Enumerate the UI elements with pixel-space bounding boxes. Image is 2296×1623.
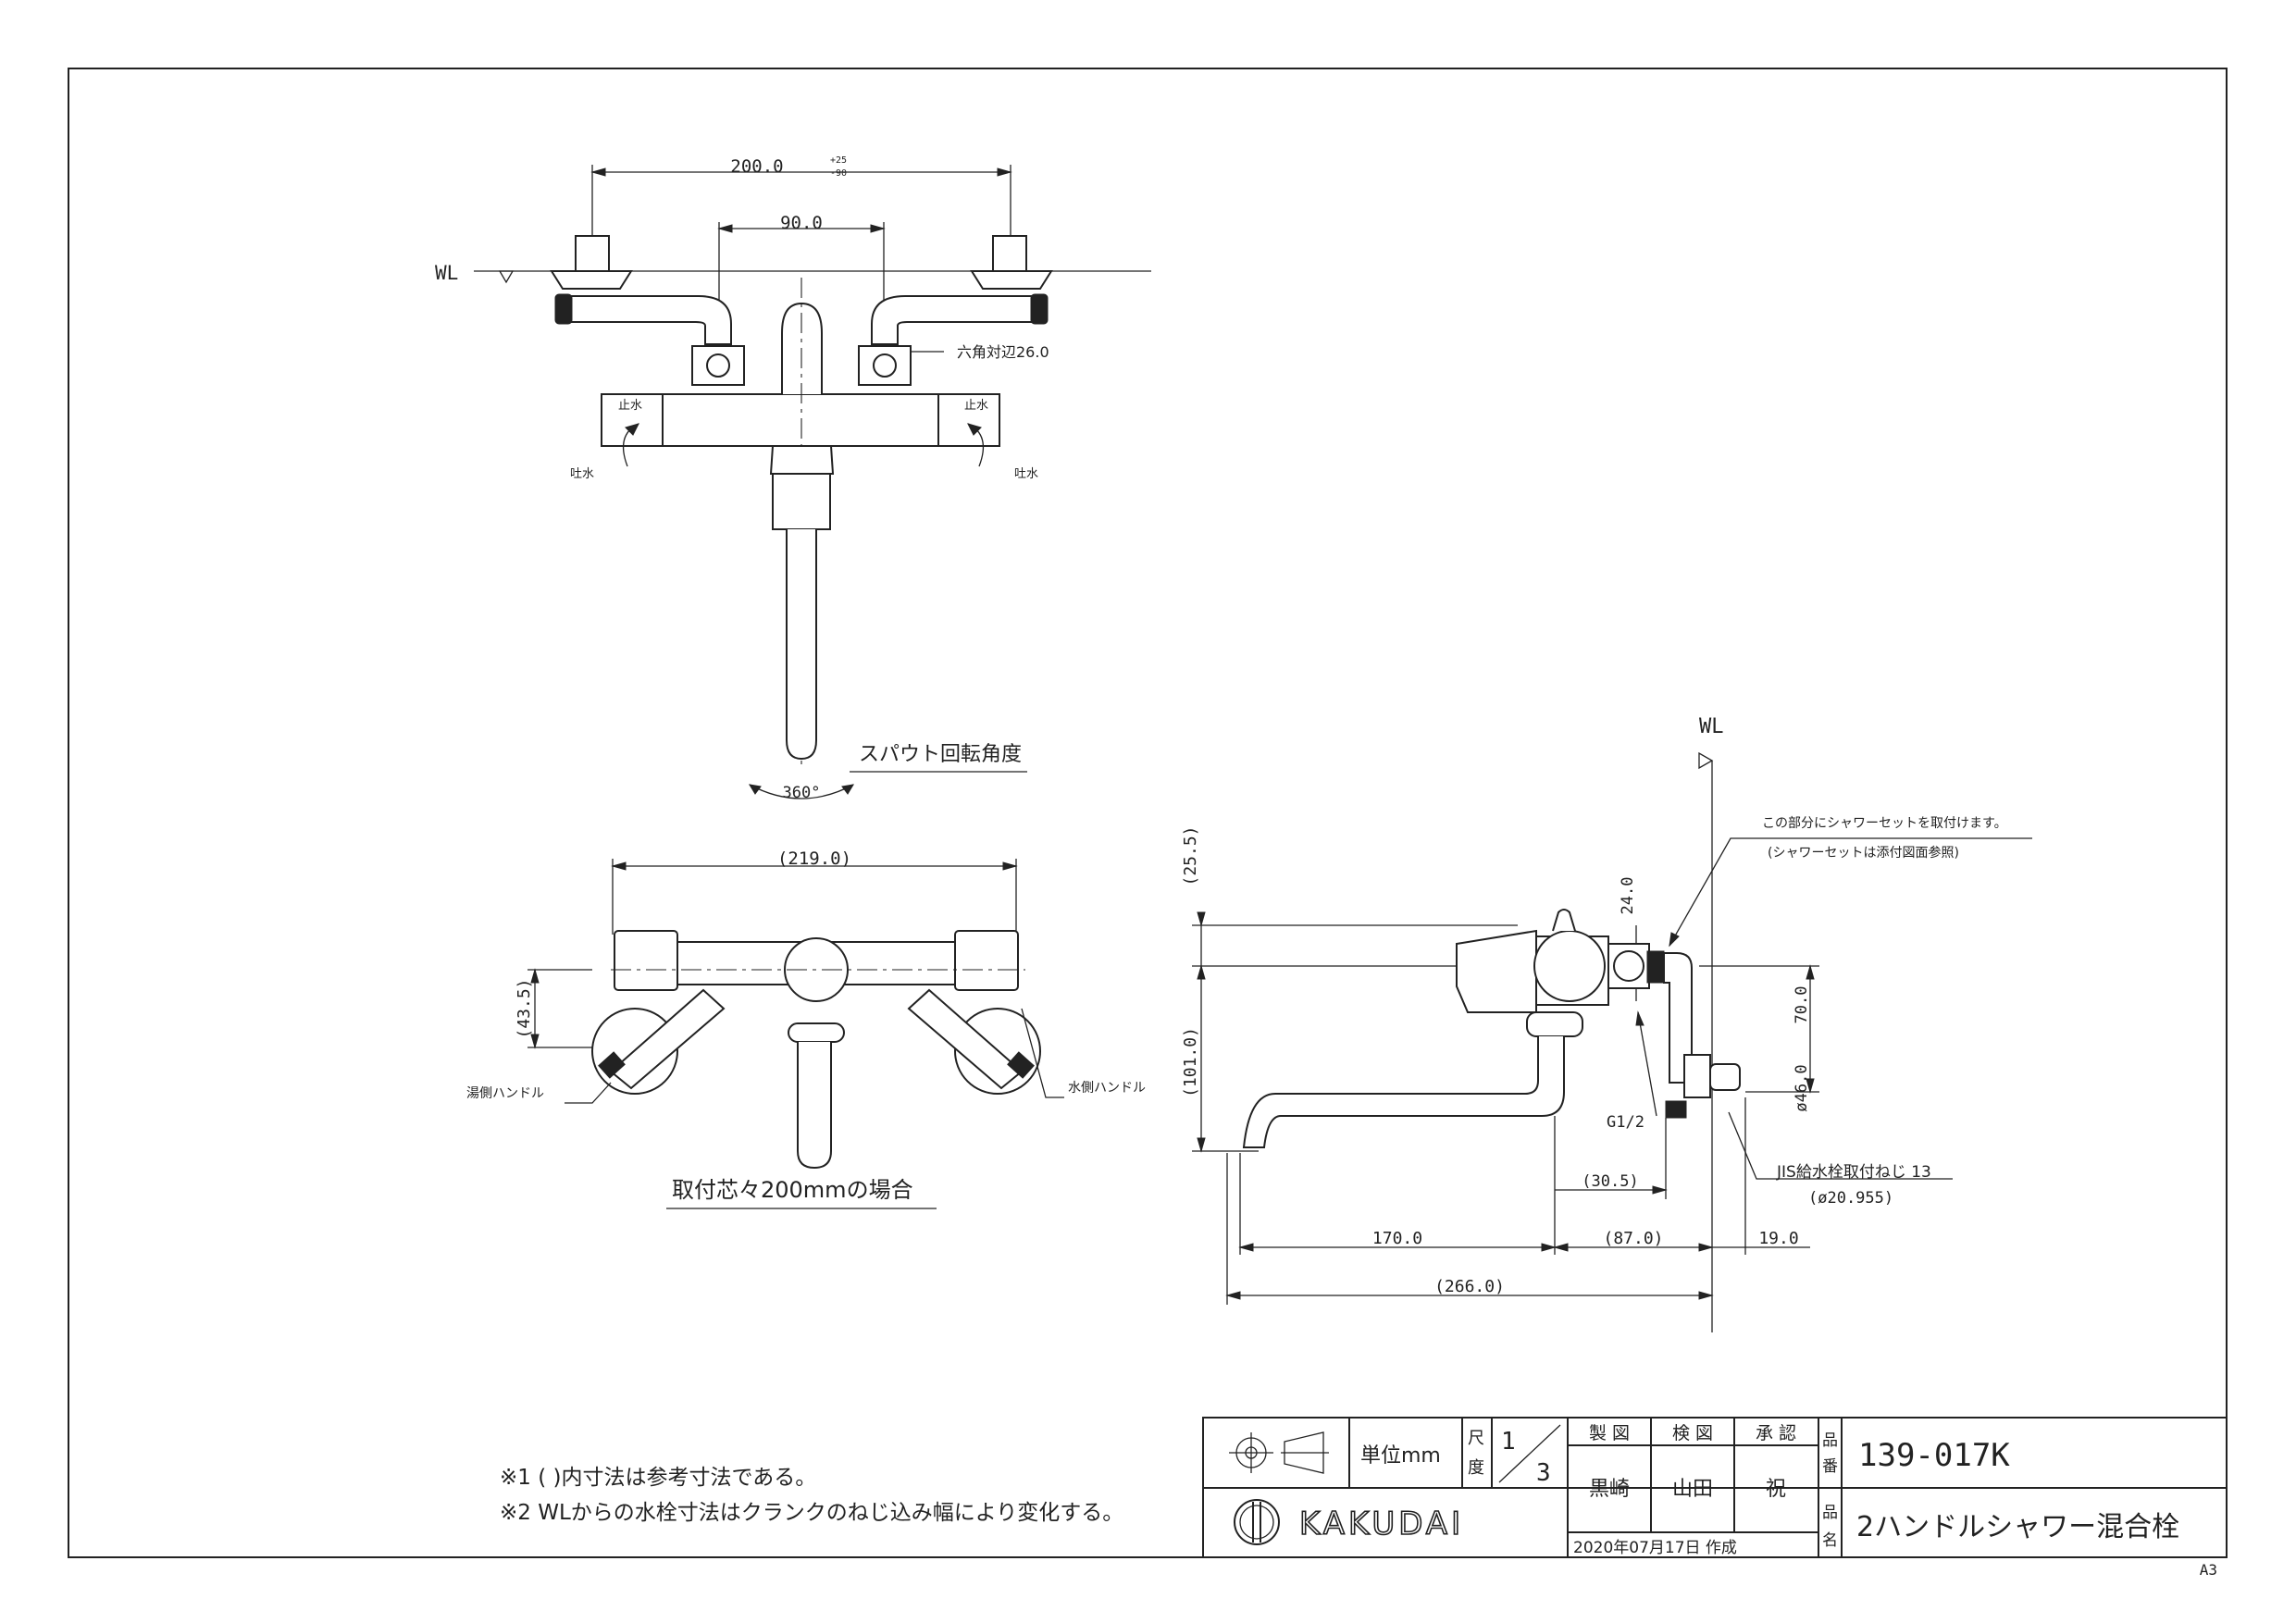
dim-text-219: (219.0) (777, 849, 851, 869)
dim-text-87: (87.0) (1603, 1229, 1663, 1248)
checker-name: 山田 (1672, 1478, 1713, 1501)
dim-tol-plus: +25 (830, 155, 847, 166)
spout-front (786, 529, 817, 761)
side-crank (1663, 952, 1693, 1084)
scale-label-1: 尺 (1468, 1429, 1484, 1448)
hot-inlet-nut (554, 293, 573, 325)
stop-label-left: 止水 (618, 399, 642, 413)
company-logo-text: KAKUDAI (1299, 1505, 1464, 1542)
dim-text-70: 70.0 (1793, 986, 1811, 1024)
design-header: 製 図 (1589, 1423, 1630, 1443)
top-caption: 取付芯々200mmの場合 (672, 1177, 913, 1203)
wl-label-front: WL (435, 262, 458, 284)
hot-handle-front (601, 393, 664, 447)
scale-label-2: 度 (1468, 1458, 1484, 1478)
side-handle (1456, 929, 1537, 1013)
discharge-right: 吐水 (1014, 467, 1038, 481)
dim-text-46: ø46.0 (1793, 1064, 1811, 1111)
cold-inlet-nut (1030, 293, 1049, 325)
dim-tol-minus: -90 (830, 168, 847, 179)
part-number: 139-017K (1858, 1437, 2010, 1474)
part-no-label-2: 番 (1822, 1457, 1838, 1476)
front-view: 200.0 +25 -90 90.0 WL 六角対辺26.0 (435, 155, 1151, 802)
dim-text-25-5: (25.5) (1181, 825, 1200, 886)
hot-handle-label: 湯側ハンドル (466, 1085, 544, 1101)
shower-note: この部分にシャワーセットを取付けます。 (1762, 816, 2007, 831)
jis-diameter: (ø20.955) (1808, 1189, 1893, 1208)
shower-note-sub: (シャワーセットは添付図面参照) (1768, 845, 1959, 861)
part-name-label-2: 名 (1822, 1531, 1838, 1550)
scale-numerator: 1 (1501, 1428, 1516, 1456)
dim-text-266: (266.0) (1434, 1277, 1505, 1296)
sheet-size-label: A3 (2200, 1561, 2217, 1579)
scale-denominator: 3 (1536, 1459, 1551, 1487)
spout-base (772, 473, 831, 530)
unit-label: 単位mm (1360, 1444, 1441, 1468)
note-1: ※1 ( )内寸法は参考寸法である。 (500, 1466, 816, 1490)
dim-text-200: 200.0 (730, 156, 783, 177)
dim-text-30-5: (30.5) (1582, 1172, 1638, 1191)
thread-label: G1/2 (1607, 1113, 1644, 1132)
shower-port (1646, 950, 1665, 984)
dim-text-101: (101.0) (1181, 1027, 1200, 1097)
top-view: (219.0) (43.5) 湯側ハンドル 水側ハンドル 取付芯々200mmの場… (466, 849, 1146, 1209)
dim-text-170: 170.0 (1372, 1229, 1422, 1248)
kakudai-logo-icon: KAKUDAI (1234, 1499, 1464, 1545)
part-no-label-1: 品 (1822, 1431, 1838, 1450)
dim-text-43-5: (43.5) (515, 978, 534, 1038)
dim-text-24: 24.0 (1619, 877, 1637, 915)
projection-symbol-icon (1229, 1431, 1329, 1474)
discharge-left: 吐水 (570, 467, 594, 481)
part-name: 2ハンドルシャワー混合栓 (1856, 1511, 2179, 1543)
rotation-arc (749, 784, 854, 799)
cold-handle-label: 水側ハンドル (1068, 1081, 1146, 1096)
side-view: WL この部分にシャワーセットを取付けます。 (シャワーセットは添付図面参照) … (1181, 715, 2032, 1332)
approver-name: 祝 (1766, 1478, 1786, 1501)
title-block: 単位mm 尺 度 1 3 製 図 検 図 承 認 黒崎 山田 祝 2020年07… (1202, 1417, 2228, 1558)
spout-rotation-label: スパウト回転角度 (859, 743, 1022, 766)
date-text: 2020年07月17日 作成 (1573, 1539, 1737, 1557)
wl-label-side: WL (1699, 715, 1724, 738)
stop-label-right: 止水 (964, 399, 988, 413)
jis-label: JIS給水栓取付ねじ 13 (1776, 1163, 1931, 1182)
check-header: 検 図 (1672, 1423, 1713, 1443)
sheet-border (68, 68, 2228, 1558)
dim-text-90: 90.0 (780, 213, 823, 233)
designer-name: 黒崎 (1589, 1478, 1630, 1501)
part-name-label-1: 品 (1822, 1504, 1838, 1522)
rotation-angle: 360° (783, 784, 821, 802)
spout-top (797, 1042, 832, 1170)
hex-label: 六角対辺26.0 (957, 343, 1049, 361)
note-2: ※2 WLからの水栓寸法はクランクのねじ込み幅により変化する。 (500, 1501, 1123, 1525)
approve-header: 承 認 (1756, 1423, 1796, 1443)
spout-side (1242, 1036, 1565, 1148)
cold-handle-front (937, 393, 1000, 447)
dim-text-19: 19.0 (1758, 1229, 1798, 1248)
